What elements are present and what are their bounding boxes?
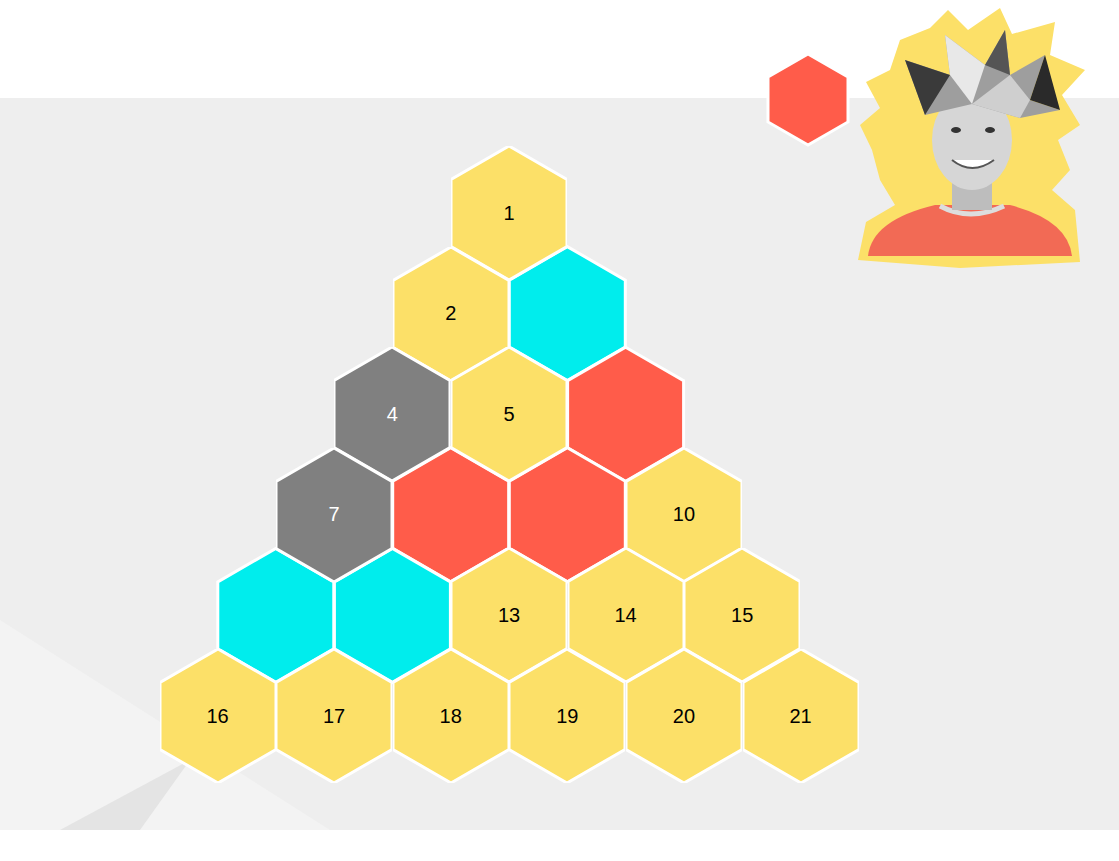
turn-hexagon — [768, 54, 848, 145]
avatar-hair — [985, 30, 1010, 75]
cell-shape — [626, 649, 742, 783]
panel-shade — [60, 760, 190, 830]
avatar-hair — [905, 30, 1060, 118]
avatar-hair — [945, 35, 985, 104]
cell-shape — [743, 649, 859, 783]
number-cell: 18 — [393, 649, 509, 783]
cell-shape — [160, 649, 276, 783]
number-cell: 5 — [451, 347, 567, 481]
empty-cells — [218, 247, 684, 683]
avatar-hair — [905, 60, 950, 115]
avatar-eye — [985, 127, 995, 133]
cell-number: 16 — [160, 649, 276, 783]
cell-shape — [276, 448, 392, 582]
cell-shape — [451, 347, 567, 481]
avatar-shirt — [868, 205, 1072, 256]
avatar-eye — [951, 127, 961, 133]
avatar-outline — [858, 8, 1085, 268]
number-cell: 19 — [509, 649, 625, 783]
cell-number: 18 — [393, 649, 509, 783]
player-avatar — [858, 8, 1085, 268]
cell-number: 20 — [626, 649, 742, 783]
number-cell: 21 — [743, 649, 859, 783]
cell-number: 17 — [276, 649, 392, 783]
avatar-hair — [972, 75, 1030, 118]
cell-number: 19 — [509, 649, 625, 783]
number-cell: 20 — [626, 649, 742, 783]
cell-shape — [276, 649, 392, 783]
cell-number: 5 — [451, 347, 567, 481]
number-cell: 16 — [160, 649, 276, 783]
cell-shape — [509, 649, 625, 783]
panel — [0, 98, 1119, 830]
cell-number: 21 — [743, 649, 859, 783]
number-cell: 7 — [276, 448, 392, 582]
cell-shape — [393, 649, 509, 783]
number-cell: 17 — [276, 649, 392, 783]
avatar-hair — [1030, 55, 1060, 110]
avatar-smile — [952, 160, 994, 168]
cell-number: 7 — [276, 448, 392, 582]
